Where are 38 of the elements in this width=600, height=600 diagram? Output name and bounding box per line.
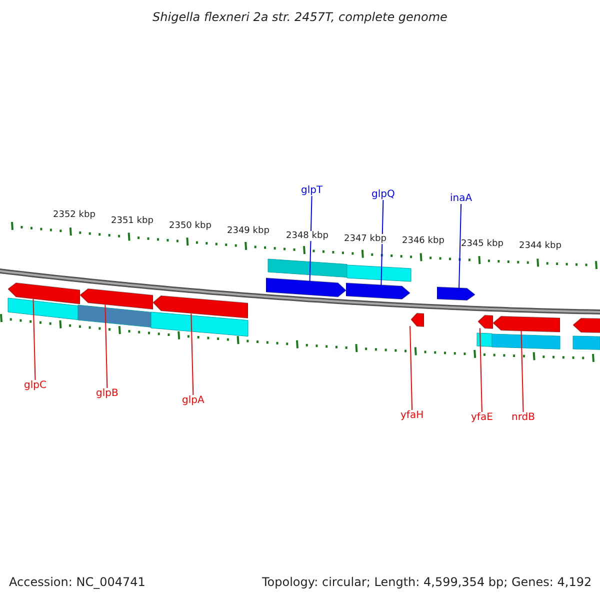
gene-feature — [437, 286, 475, 302]
leader-line — [104, 304, 108, 388]
title: Shigella flexneri 2a str. 2457T, complete genome — [152, 10, 448, 24]
gene-label: glpQ — [372, 189, 395, 200]
gene-label: yfaE — [471, 412, 493, 423]
leader-line — [190, 313, 194, 396]
leader-line — [32, 298, 36, 380]
footer-text: Accession: NC_004741 — [9, 575, 146, 589]
gene-feature — [573, 317, 600, 334]
leader-line — [479, 328, 482, 412]
gene-feature — [153, 294, 248, 320]
footer-text: Topology: circular; Length: 4,599,354 bp; Genes: 4,192 — [262, 575, 592, 589]
position-label: 2350 kbp — [169, 221, 212, 231]
gene-label: glpB — [96, 388, 118, 399]
position-label: 2344 kbp — [519, 241, 562, 251]
gene-label: nrdB — [512, 412, 535, 423]
position-label: 2348 kbp — [286, 231, 328, 241]
position-label: 2352 kbp — [53, 210, 96, 220]
gene-feature — [8, 281, 80, 305]
gene-label: yfaH — [400, 410, 424, 421]
position-label: 2347 kbp — [344, 234, 386, 244]
gene-feature — [346, 282, 410, 301]
leader-line — [380, 200, 384, 286]
gene-label: glpT — [301, 185, 323, 196]
leader-line — [520, 330, 524, 412]
gene-label: glpA — [182, 395, 204, 406]
position-label: 2346 kbp — [402, 236, 444, 246]
gene-feature — [80, 287, 153, 310]
leader-line — [410, 326, 413, 410]
leader-line — [458, 204, 462, 289]
gene-feature — [266, 277, 346, 298]
gene-feature — [411, 312, 424, 328]
position-label: 2349 kbp — [227, 226, 270, 236]
position-label: 2351 kbp — [111, 216, 154, 226]
leader-line — [309, 196, 312, 282]
gene-label: glpC — [24, 380, 46, 391]
position-label: 2345 kbp — [461, 239, 504, 249]
gene-label: inaA — [450, 193, 472, 204]
